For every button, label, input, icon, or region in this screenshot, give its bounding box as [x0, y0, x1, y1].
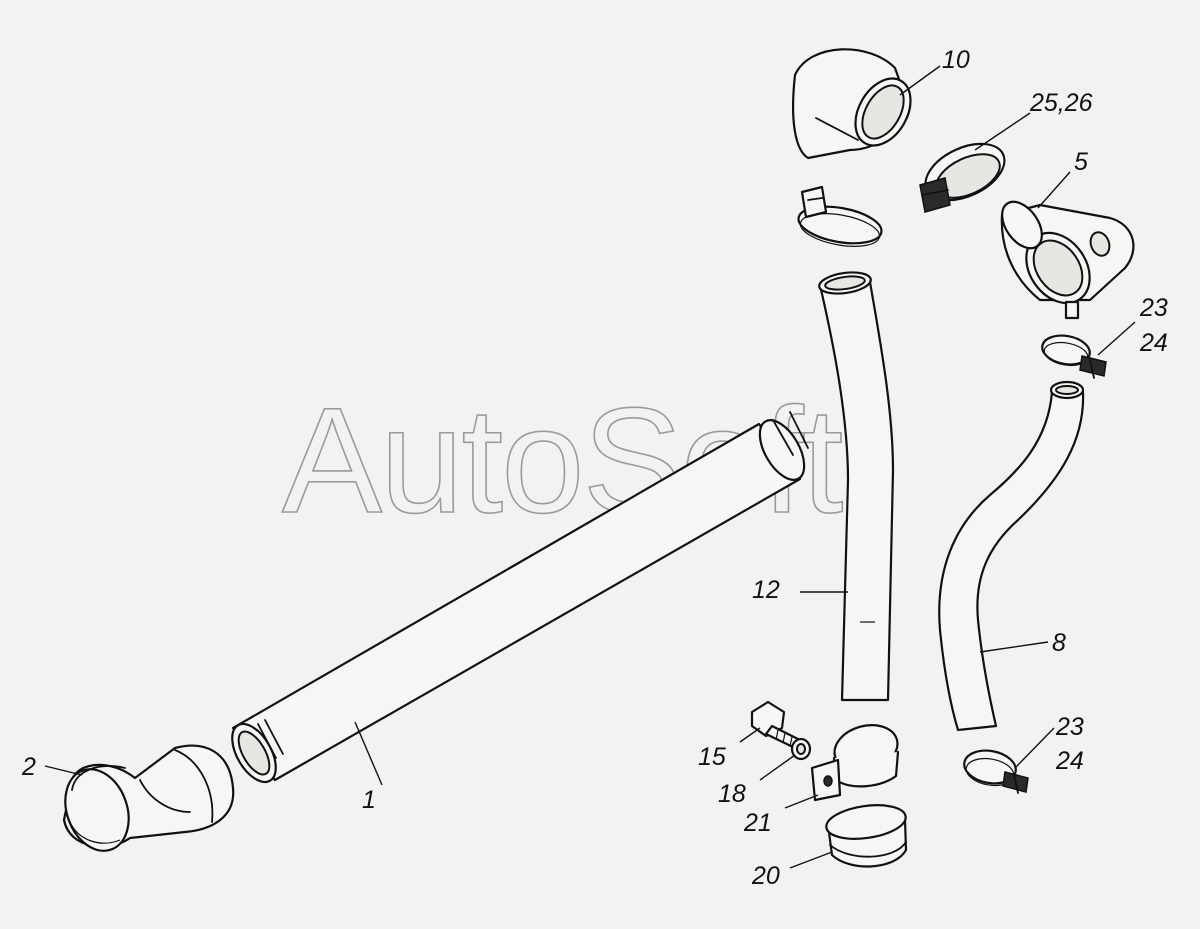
part-23-24-clamp-upper [1041, 334, 1107, 379]
part-21-bracket [810, 724, 900, 802]
callout-12: 12 [752, 576, 780, 604]
callout-2: 2 [21, 753, 36, 781]
part-12-vertical-pipe [818, 271, 895, 702]
callout-1: 1 [362, 786, 376, 814]
part-10-elbow-hose [792, 48, 912, 160]
callout-25-26: 25,26 [1029, 89, 1093, 117]
callout-18: 18 [718, 780, 746, 808]
part-8-hose [938, 380, 1085, 732]
part-15-bolt [750, 700, 802, 750]
clamp-upper-middle [797, 185, 883, 247]
part-20-ring [825, 804, 908, 868]
part-1-long-pipe [231, 411, 809, 784]
callout-10: 10 [942, 46, 970, 74]
part-2-elbow [62, 744, 235, 852]
callout-20: 20 [751, 862, 780, 890]
callout-labels: 1 2 5 8 10 12 15 18 20 21 23 24 23 24 25… [21, 46, 1168, 890]
leader-lines [44, 65, 1136, 869]
callout-24-lower: 24 [1055, 747, 1084, 775]
callout-21: 21 [743, 809, 772, 837]
callout-23-lower: 23 [1055, 713, 1084, 741]
callout-15: 15 [698, 743, 726, 771]
part-25-26-clamp [919, 142, 1006, 213]
callout-24-upper: 24 [1139, 329, 1168, 357]
callout-23-upper: 23 [1139, 294, 1168, 322]
part-23-24-clamp-lower [963, 749, 1029, 794]
callout-5: 5 [1074, 148, 1088, 176]
part-5-tee-fitting [1000, 200, 1135, 320]
part-18-washer [790, 737, 812, 761]
callout-8: 8 [1052, 629, 1066, 657]
